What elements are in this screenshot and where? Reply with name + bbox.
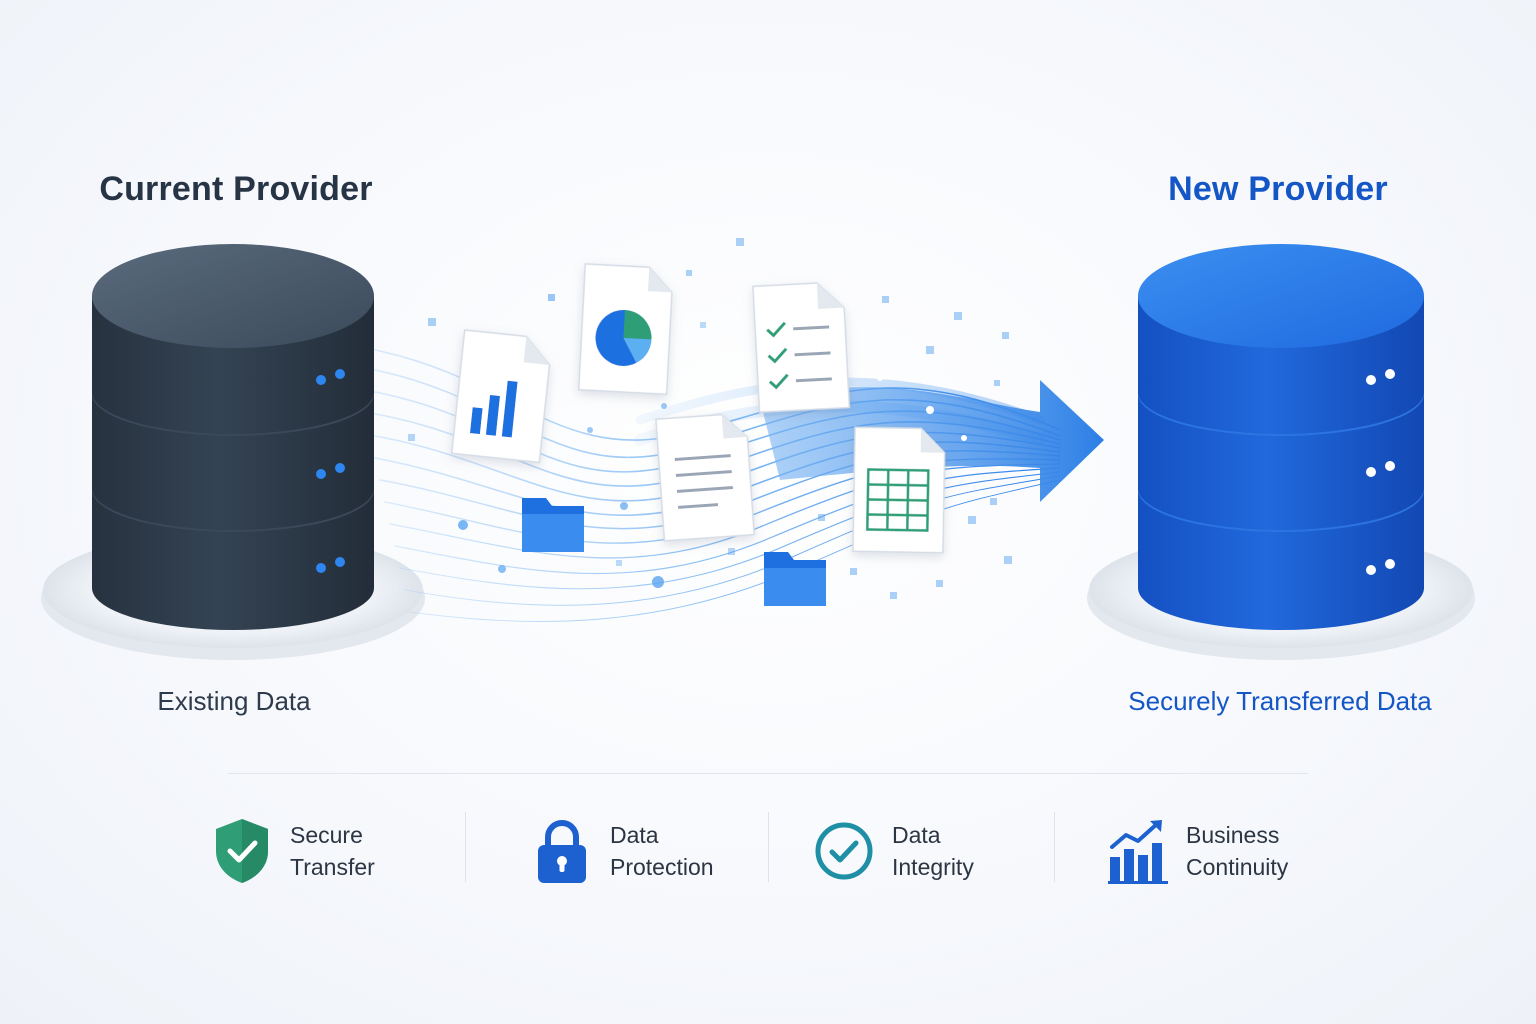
feature-separator: [768, 812, 769, 882]
feature-separator: [1054, 812, 1055, 882]
text-document-icon: [655, 413, 756, 542]
feature-business-continuity: Business Continuity: [1106, 806, 1288, 896]
folder-icon: [522, 498, 584, 552]
growth-chart-icon: [1106, 815, 1170, 887]
folder-icon: [764, 552, 826, 606]
destination-database-icon: [1138, 244, 1424, 630]
feature-label-line2: Transfer: [290, 854, 375, 880]
shield-check-icon: [210, 815, 274, 887]
feature-label-line2: Continuity: [1186, 854, 1289, 880]
feature-label-line1: Data: [892, 822, 941, 848]
destination-title: New Provider: [1168, 170, 1388, 208]
source-database-icon: [92, 244, 374, 630]
feature-data-protection: Data Protection: [530, 806, 714, 896]
lock-icon: [530, 815, 594, 887]
source-title: Current Provider: [99, 170, 373, 208]
feature-label-line1: Secure: [290, 822, 363, 848]
pie-chart-document-icon: [577, 263, 673, 396]
source-caption: Existing Data: [157, 686, 311, 716]
checklist-document-icon: [752, 282, 851, 414]
bar-chart-document-icon: [450, 329, 551, 464]
feature-separator: [465, 812, 466, 882]
feature-data-integrity: Data Integrity: [812, 806, 974, 896]
feature-label-line2: Protection: [610, 854, 714, 880]
feature-label-line1: Data: [610, 822, 659, 848]
flow-particles: [408, 238, 1012, 599]
feature-secure-transfer: Secure Transfer: [210, 806, 375, 896]
section-divider: [228, 773, 1308, 774]
spreadsheet-document-icon: [852, 426, 946, 554]
feature-label-line1: Business: [1186, 822, 1280, 848]
check-circle-icon: [812, 815, 876, 887]
feature-label-line2: Integrity: [892, 854, 974, 880]
destination-caption: Securely Transferred Data: [1128, 686, 1432, 716]
